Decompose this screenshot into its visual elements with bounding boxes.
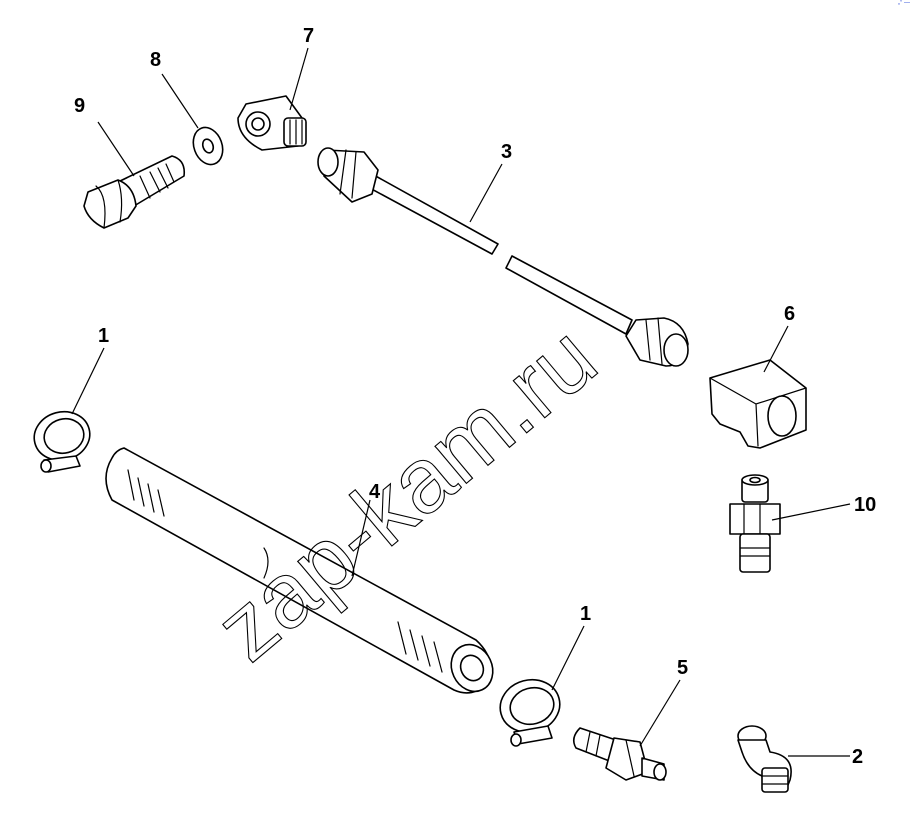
callout-3: 3 [501,141,512,163]
part-3-tube [317,147,689,367]
part-6-tee-block [709,359,807,449]
callout-6: 6 [784,303,795,325]
callout-2: 2 [852,746,863,768]
callout-5: 5 [677,657,688,679]
callout-7: 7 [303,25,314,47]
part-1-hose-clamp-lower [499,678,561,747]
part-10-adapter [729,474,781,573]
corner-mark: „° — [897,0,910,6]
callout-4: 4 [369,481,381,503]
part-4-hose [105,447,494,694]
callout-8: 8 [150,49,161,71]
part-8-washer [192,126,224,166]
part-2-elbow-fitting [737,725,792,793]
callout-1-lower: 1 [580,603,591,625]
part-1-hose-clamp-upper [33,410,91,473]
callout-9: 9 [74,95,85,117]
callouts: 9 8 7 3 1 6 10 4 1 5 2 [74,25,876,768]
part-7-banjo-fitting [237,95,307,151]
callout-10: 10 [854,494,876,516]
part-9-banjo-bolt [83,155,186,229]
part-5-hose-nipple [572,727,667,781]
callout-1-upper: 1 [98,325,109,347]
leader-lines [71,47,851,757]
